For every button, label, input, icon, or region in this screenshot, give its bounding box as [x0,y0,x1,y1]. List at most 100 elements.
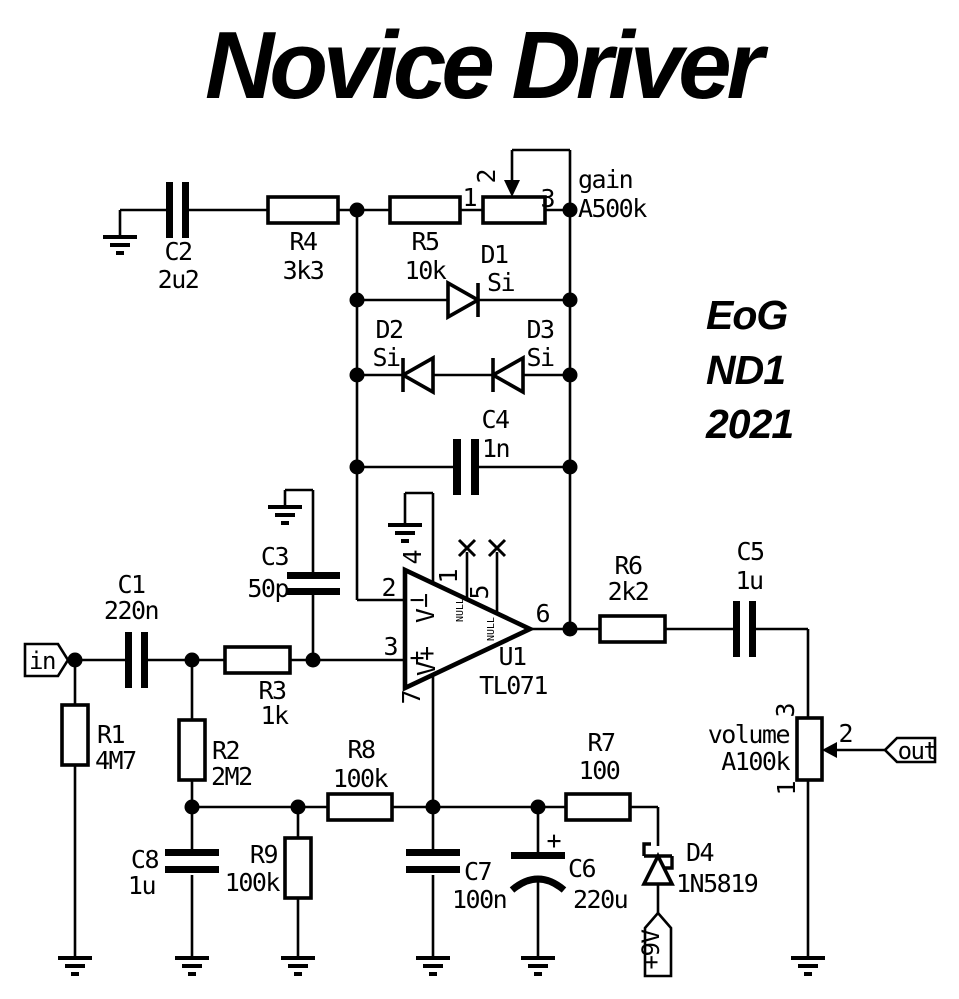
ground-symbol-r1 [58,956,92,976]
u1-vplus-label: V+ [412,646,441,676]
annotation-line2: ND1 [706,347,785,393]
potentiometer-gain: 1 2 3 gain A500k [462,165,649,225]
volume-pin2-label: 2 [838,719,853,748]
u1-pin3-label: 3 [383,632,398,661]
r4-ref: R4 [289,227,317,256]
u1-pin1-label: 1 [434,568,463,583]
net-label-out: out [883,736,938,765]
capacitor-c1: C1 220n [104,570,160,688]
ground-symbol-c8 [175,956,209,976]
diode-d4-schottky: D4 1N5819 [641,838,759,898]
r9-ref: R9 [250,840,278,869]
c4-value: 1n [482,434,509,463]
r8-value: 100k [333,764,389,793]
resistor-r6: R6 2k2 [598,551,667,644]
power-tag-9v: +9V [637,911,673,978]
c4-ref: C4 [481,405,509,434]
resistor-r3: R3 1k [223,645,292,730]
c8-ref: C8 [131,845,159,874]
c7-ref: C7 [464,857,492,886]
c5-ref: C5 [736,537,764,566]
r5-value: 10k [405,256,447,285]
r2-value: 2M2 [211,762,252,791]
out-label: out [898,737,937,765]
r1-ref: R1 [97,720,125,749]
r2-ref: R2 [212,736,239,765]
ground-symbol-volume [791,956,825,976]
power-9v-label: +9V [637,930,665,970]
r1-value: 4M7 [95,746,136,775]
r9-value: 100k [225,868,281,897]
gain-pin3-label: 3 [540,184,555,213]
d3-value: Si [526,343,554,372]
r3-ref: R3 [258,676,286,705]
resistor-r2: R2 2M2 [177,718,253,791]
u1-value: TL071 [479,671,547,700]
resistor-r7: R7 100 [564,728,632,822]
u1-noninverting-mark: + [409,643,424,672]
diode-d1: D1 Si [446,240,516,321]
d2-ref: D2 [375,315,402,344]
u1-ref: U1 [498,642,526,671]
c6-value: 220u [573,885,627,914]
c2-ref: C2 [164,237,191,266]
d4-value: 1N5819 [676,869,758,898]
gain-value: A500k [578,194,647,223]
gain-name: gain [578,165,632,194]
d4-ref: D4 [686,838,714,867]
volume-name: volume [708,720,790,749]
resistor-r5: R5 10k [388,195,462,285]
d1-value: Si [487,268,515,297]
volume-pin3-label: 3 [771,702,800,717]
in-label: in [29,647,55,675]
r6-value: 2k2 [608,577,649,606]
c6-ref: C6 [568,854,596,883]
u1-pin7-label: 7 [397,689,426,704]
resistor-r8: R8 100k [326,735,394,822]
gain-pin1-label: 1 [462,183,477,212]
opamp-u1: 2 3 − + V− V+ 4 1 5 NULL NULL 7 6 U1 TL0… [381,538,551,705]
capacitor-c4: C4 1n [453,405,511,495]
capacitor-c2: C2 2u2 [158,182,200,294]
gain-wiper-arrow [504,180,520,197]
no-connect-marks [457,538,507,558]
capacitor-c5: C5 1u [733,537,765,657]
junction-dots [67,202,578,815]
ground-symbol-r9 [281,956,315,976]
capacitor-c8: C8 1u [128,845,219,900]
potentiometer-volume: 3 2 1 volume A100k [708,702,854,795]
resistor-r4: R4 3k3 [266,195,340,285]
u1-null5-label: NULL [486,617,497,641]
c7-value: 100n [452,885,506,914]
r4-value: 3k3 [283,256,324,285]
page-title: Novice Driver [205,12,769,119]
diode-d3: D3 Si [489,315,555,396]
capacitor-c3: C3 50p [247,542,340,603]
r6-ref: R6 [614,551,642,580]
c6-polarity: + [546,826,561,855]
r8-ref: R8 [347,735,375,764]
volume-wiper-arrow [822,742,837,758]
u1-null1-label: NULL [455,598,466,622]
u1-vminus-label: V− [411,593,440,623]
c2-value: 2u2 [158,265,199,294]
u1-pin2-label: 2 [381,573,396,602]
c1-ref: C1 [117,570,145,599]
r7-value: 100 [579,756,620,785]
c8-value: 1u [128,871,155,900]
resistor-r9: R9 100k [225,836,313,900]
c5-value: 1u [735,566,762,595]
u1-pin5-label: 5 [465,584,494,599]
u1-inverting-mark: − [409,585,424,614]
ground-symbol-c3 [268,505,302,525]
annotation-line3: 2021 [705,401,793,447]
ground-symbol-opamp-vminus [388,523,422,543]
diode-d2: D2 Si [372,315,435,396]
resistor-r1: R1 4M7 [60,703,138,775]
c3-value: 50p [247,574,288,603]
d2-value: Si [372,343,400,372]
capacitor-c6: + C6 220u [509,826,629,914]
c1-value: 220n [104,596,158,625]
